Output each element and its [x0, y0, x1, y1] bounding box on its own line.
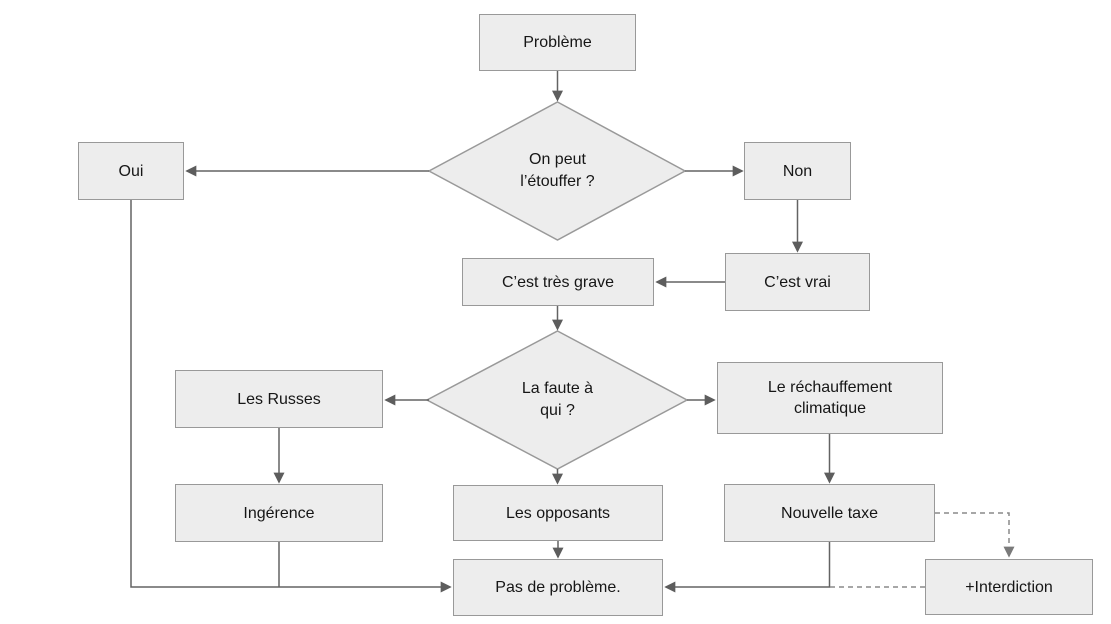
node-pas-de-probleme: Pas de problème. [453, 559, 663, 616]
node-cest-vrai: C’est vrai [725, 253, 870, 311]
node-rechauffement-climatique: Le réchauffement climatique [717, 362, 943, 434]
node-ingerence: Ingérence [175, 484, 383, 542]
node-probleme: Problème [479, 14, 636, 71]
node-interdiction: +Interdiction [925, 559, 1093, 615]
node-non: Non [744, 142, 851, 200]
node-nouvelle-taxe: Nouvelle taxe [724, 484, 935, 542]
edge-oui-pasprobleme [130, 200, 452, 593]
edge-taxe-pasprobleme [664, 542, 831, 593]
node-les-opposants: Les opposants [453, 485, 663, 541]
decision-faute-shape [425, 330, 689, 470]
node-cest-tres-grave: C’est très grave [462, 258, 654, 306]
node-les-russes: Les Russes [175, 370, 383, 428]
decision-etouffer-shape [427, 101, 687, 241]
edge-taxe-interdiction [935, 512, 1015, 558]
node-oui: Oui [78, 142, 184, 200]
